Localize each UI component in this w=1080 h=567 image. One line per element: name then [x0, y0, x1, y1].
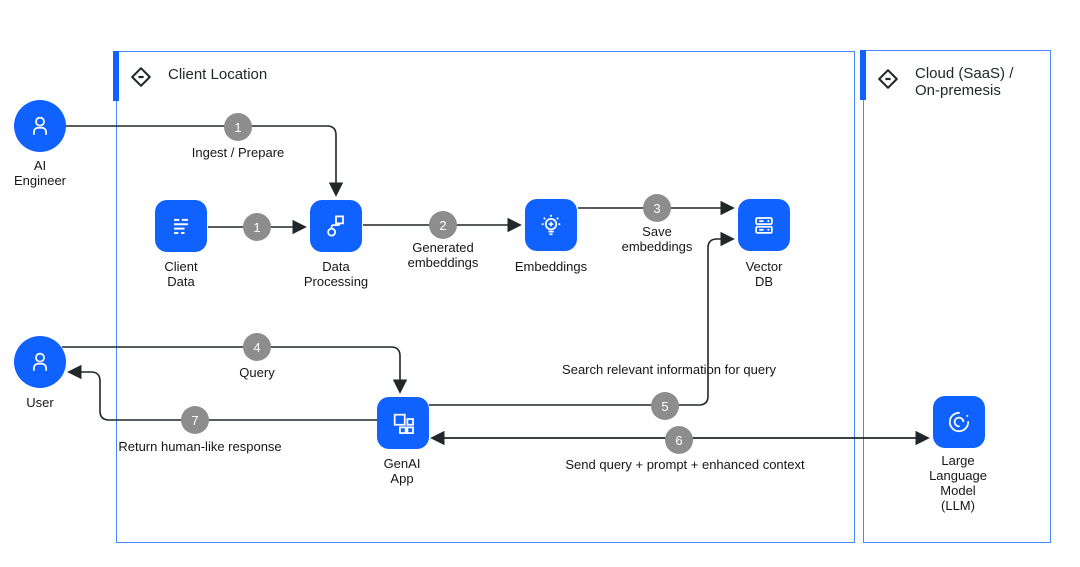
step-badge-2: 2: [429, 211, 457, 239]
step-badge-4: 4: [243, 333, 271, 361]
group-title: Cloud (SaaS) / On-premesis: [915, 65, 1014, 99]
edge-label-search: Search relevant information for query: [562, 362, 776, 377]
label-user: User: [26, 395, 54, 410]
flow-icon: [327, 215, 344, 237]
cloud-header: Cloud (SaaS) / On-premesis: [877, 65, 1013, 99]
step-badge-1-ingest: 1: [224, 113, 252, 141]
step-badge-6: 6: [665, 426, 693, 454]
group-client-location: [113, 50, 855, 543]
step-number: 2: [439, 217, 447, 233]
step-badge-1-data: 1: [243, 213, 271, 241]
node-embeddings: [525, 199, 577, 251]
label-llm: Large Language Model (LLM): [929, 453, 987, 513]
edge-label-generated-embeddings: Generated embeddings: [407, 240, 479, 270]
node-client-data: [155, 200, 207, 252]
edge-label-query: Query: [239, 365, 275, 380]
label-ai-engineer: AI Engineer: [13, 158, 67, 188]
label-embeddings: Embeddings: [514, 259, 588, 274]
step-number: 4: [253, 339, 261, 355]
label-data-processing: Data Processing: [303, 259, 369, 289]
data-lines-icon: [174, 218, 188, 234]
step-number: 1: [253, 219, 261, 235]
deployment-marker-icon: [878, 69, 898, 89]
group-cloud: [860, 49, 1051, 543]
node-llm: [933, 396, 985, 448]
group-title: Client Location: [168, 66, 268, 83]
label-genai-app: GenAI App: [383, 456, 421, 486]
step-number: 1: [234, 119, 242, 135]
deployment-marker-icon: [131, 67, 151, 87]
step-number: 6: [675, 432, 683, 448]
node-ai-engineer: [14, 100, 66, 152]
user-icon: [33, 352, 47, 371]
step-badge-7: 7: [181, 406, 209, 434]
node-genai-app: [377, 397, 429, 449]
user-icon: [33, 116, 47, 135]
edge-label-return: Return human-like response: [118, 439, 282, 454]
label-client-data: Client Data: [164, 259, 198, 289]
step-number: 7: [191, 412, 199, 428]
client-location-header: Client Location: [130, 66, 267, 88]
node-data-processing: [310, 200, 362, 252]
group-accent-bar: [113, 50, 119, 101]
edge-label-save-embeddings: Save embeddings: [621, 224, 693, 254]
node-vector-db: [738, 199, 790, 251]
label-vector-db: Vector DB: [745, 259, 783, 289]
step-number: 5: [661, 398, 669, 414]
apps-icon: [393, 413, 414, 434]
step-badge-5: 5: [651, 392, 679, 420]
step-badge-3: 3: [643, 194, 671, 222]
group-accent-bar: [860, 49, 866, 100]
datastore-icon: [755, 217, 773, 234]
edge-label-send: Send query + prompt + enhanced context: [565, 457, 805, 472]
edge-label-ingest: Ingest / Prepare: [191, 145, 285, 160]
ai-swirl-icon: [948, 411, 970, 433]
step-number: 3: [653, 200, 661, 216]
idea-bulb-icon: [541, 214, 561, 236]
node-user: [14, 336, 66, 388]
